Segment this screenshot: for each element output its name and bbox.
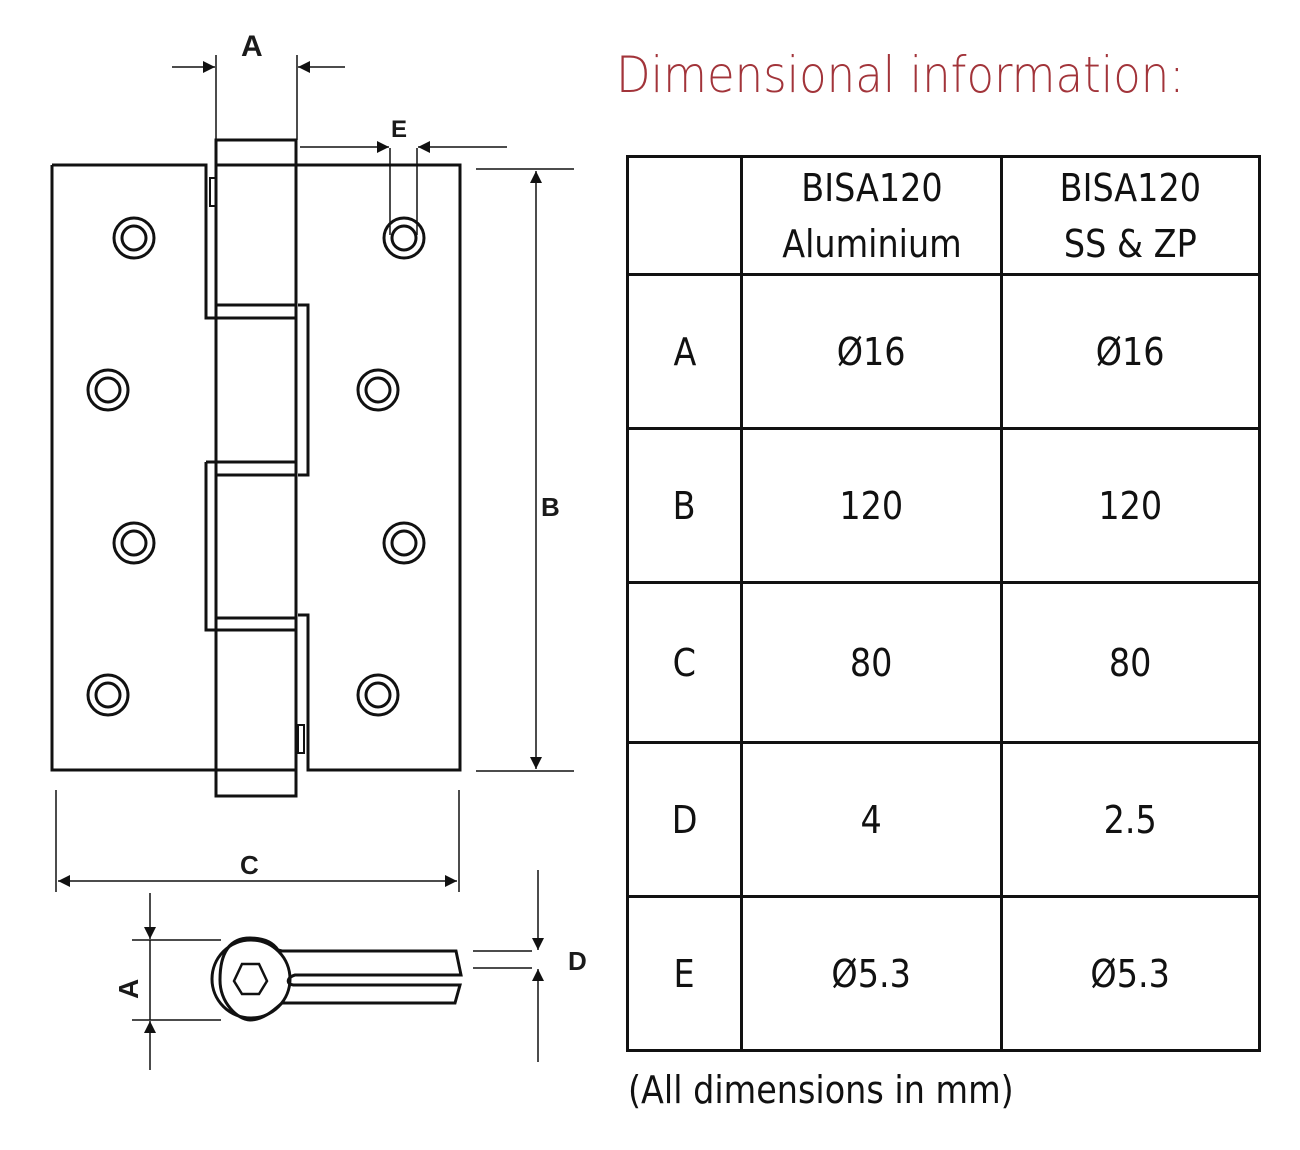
hex-socket-icon bbox=[232, 962, 269, 996]
header-line: BISA120 bbox=[1059, 165, 1202, 210]
dim-label-c: C bbox=[240, 850, 259, 880]
aluminium-cell: 120 bbox=[740, 427, 1003, 584]
dim-cell: B bbox=[626, 427, 743, 584]
table-row: E Ø5.3 Ø5.3 bbox=[626, 895, 1261, 1052]
dim-label-e: E bbox=[391, 116, 407, 143]
aluminium-cell: 80 bbox=[740, 581, 1003, 744]
dimension-lines bbox=[55, 55, 574, 1070]
table-row: C 80 80 bbox=[626, 581, 1261, 744]
ss-zp-cell: 80 bbox=[1000, 581, 1261, 744]
screw-hole bbox=[112, 216, 156, 260]
header-line: BISA120 bbox=[800, 165, 943, 210]
aluminium-cell: Ø5.3 bbox=[740, 895, 1003, 1052]
ss-zp-cell: 2.5 bbox=[1000, 741, 1261, 898]
screw-hole bbox=[382, 216, 426, 260]
screw-hole bbox=[86, 368, 130, 412]
dim-cell: A bbox=[626, 273, 743, 430]
dim-label-a-top: A bbox=[241, 30, 263, 63]
header-cell-ss-zp: BISA120 SS & ZP bbox=[1000, 155, 1261, 276]
dim-cell: E bbox=[626, 895, 743, 1052]
header-line: Aluminium bbox=[781, 221, 962, 266]
table-row: B 120 120 bbox=[626, 427, 1261, 584]
hinge-technical-drawing: A E B C A D bbox=[50, 30, 587, 1070]
hinge-side-view bbox=[210, 936, 463, 1022]
table-row: D 4 2.5 bbox=[626, 741, 1261, 898]
header-cell-empty bbox=[626, 155, 743, 276]
dim-cell: D bbox=[626, 741, 743, 898]
aluminium-cell: Ø16 bbox=[740, 273, 1003, 430]
ss-zp-cell: Ø5.3 bbox=[1000, 895, 1261, 1052]
page-title: Dimensional information: bbox=[616, 46, 1185, 104]
screw-hole bbox=[112, 521, 156, 565]
dim-cell: C bbox=[626, 581, 743, 744]
screw-hole bbox=[382, 521, 426, 565]
dim-label-a-side: A bbox=[113, 979, 144, 999]
screw-hole bbox=[356, 368, 400, 412]
ss-zp-cell: 120 bbox=[1000, 427, 1261, 584]
units-note: (All dimensions in mm) bbox=[628, 1068, 1014, 1112]
screw-hole bbox=[356, 673, 400, 717]
ss-zp-cell: Ø16 bbox=[1000, 273, 1261, 430]
dim-label-d: D bbox=[568, 946, 587, 976]
header-line: SS & ZP bbox=[1064, 221, 1197, 266]
dim-label-b: B bbox=[541, 492, 560, 522]
screw-holes bbox=[86, 216, 426, 717]
table-row: A Ø16 Ø16 bbox=[626, 273, 1261, 430]
aluminium-cell: 4 bbox=[740, 741, 1003, 898]
screw-hole bbox=[86, 673, 130, 717]
hinge-front-view bbox=[50, 138, 462, 798]
